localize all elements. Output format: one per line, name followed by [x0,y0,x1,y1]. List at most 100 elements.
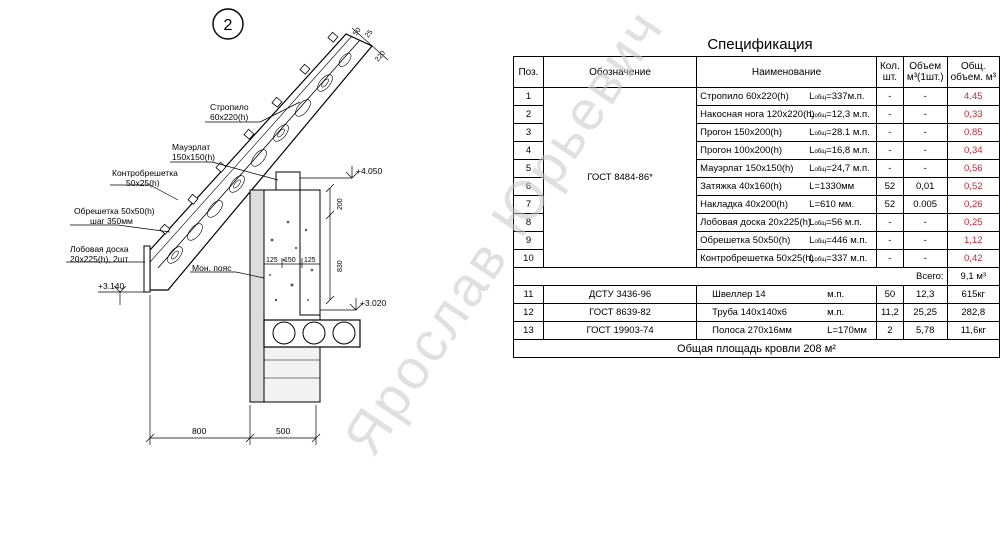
row-total: 0,42 [946,249,1000,268]
row-designation: ГОСТ 19903-74 [542,321,698,340]
label-mauerlat-1: Мауэрлат [172,142,210,152]
row-total: 1,12 [946,231,1000,250]
row-qty: - [875,87,904,106]
row-qty: - [875,141,904,160]
label-rafter-2: 60x220(h) [210,112,248,122]
row-qty: 52 [875,177,904,196]
row-name: Прогон 100x200(h)Lобщ=16,8 м.п. [696,141,877,160]
header-pos: Поз. [513,56,544,88]
row-name: Мауэрлат 150x150(h)Lобщ=24,7 м.п. [696,159,877,178]
row-qty: - [875,105,904,124]
wall-section [249,189,321,403]
row-total: 11,6кг [946,321,1000,340]
dim-800: 800 [192,426,206,436]
dim-150: 150 [284,257,296,264]
row-total: 0,56 [946,159,1000,178]
row-volume: - [902,87,948,106]
row-total: 0,25 [946,213,1000,232]
rafter-assembly [149,31,373,291]
row-volume: - [902,159,948,178]
row-pos: 2 [513,105,544,124]
row-qty: - [875,213,904,232]
row-qty: - [875,123,904,142]
label-belt: Мон. пояс [192,263,232,273]
row-pos: 6 [513,177,544,196]
dim-50: 50 [352,27,362,38]
label-fascia-2: 20x225(h), 2шт [70,254,129,264]
row-qty: 52 [875,195,904,214]
dim-200: 200 [337,198,344,210]
row-name: Прогон 150x200(h)Lобщ=28.1 м.п. [696,123,877,142]
dimension-lines [66,27,389,445]
dim-125a: 125 [266,257,278,264]
label-counterbatten-2: 50x25(h) [126,178,160,188]
header-name: Наименование [696,56,877,88]
row-qty: 11,2 [875,303,904,322]
dim-500: 500 [276,426,290,436]
label-rafter-1: Стропило [210,102,249,112]
dim-25: 25 [364,29,374,40]
row-volume: - [902,141,948,160]
roof-eave-section-drawing: 2 [66,8,389,445]
label-lath-2: шаг 350мм [90,216,133,226]
detail-number: 2 [224,17,233,34]
specification-table: Поз. Обозначение Наименование Кол.шт. Об… [513,56,1000,358]
row-qty: 50 [875,285,904,304]
row-total: 0,52 [946,177,1000,196]
level-left: +3.140 [98,281,125,291]
row-volume: 12,3 [902,285,948,304]
dim-220: 220 [374,50,387,64]
dim-830: 830 [337,260,344,272]
row-pos: 7 [513,195,544,214]
row-total: 615кг [946,285,1000,304]
row-pos: 1 [513,87,544,106]
total-label: Всего: [876,267,948,286]
row-volume: - [902,231,948,250]
total-value: 9,1 м³ [946,267,1000,286]
row-total: 0,26 [946,195,1000,214]
row-pos: 4 [513,141,544,160]
row-total: 0,34 [946,141,1000,160]
roof-area: Общая площадь кровли 208 м² [513,339,1000,358]
label-counterbatten-1: Контробрешетка [112,168,178,178]
row-volume: 25,25 [902,303,948,322]
detail-number-circle [212,8,244,40]
row-pos: 9 [513,231,544,250]
row-total: 0,33 [946,105,1000,124]
row-name: Стропило 60x220(h)Lобщ=337м.п. [696,87,877,106]
row-pos: 13 [513,321,544,340]
row-pos: 11 [513,285,544,304]
row-name: Накосная нога 120x220(h)Lобщ=12,3 м.п. [696,105,877,124]
row-name: Обрешетка 50x50(h)Lобщ=446 м.п. [696,231,877,250]
hollow-core-slab [263,319,361,348]
header-total: Общ.объем. м³ [946,56,1000,88]
row-qty: - [875,249,904,268]
row-total: 282,8 [946,303,1000,322]
row-total: 0.85 [946,123,1000,142]
row-volume: - [902,249,948,268]
level-bottom: +3.020 [360,298,387,308]
row-name: Накладка 40x200(h)L=610 мм. [696,195,877,214]
spec-title: Спецификация [707,36,813,53]
row-qty: - [875,231,904,250]
level-top: +4.050 [356,166,383,176]
row-pos: 8 [513,213,544,232]
row-pos: 3 [513,123,544,142]
row-name: Лобовая доска 20x225(h)Lобщ=56 м.п. [696,213,877,232]
row-qty: 2 [875,321,904,340]
dim-125b: 125 [304,257,316,264]
row-volume: - [902,123,948,142]
group-designation: ГОСТ 8484-86* [542,87,698,268]
row-volume: - [902,105,948,124]
row-volume: 0,01 [902,177,948,196]
row-designation: ГОСТ 8639-82 [542,303,698,322]
row-volume: 5,78 [902,321,948,340]
